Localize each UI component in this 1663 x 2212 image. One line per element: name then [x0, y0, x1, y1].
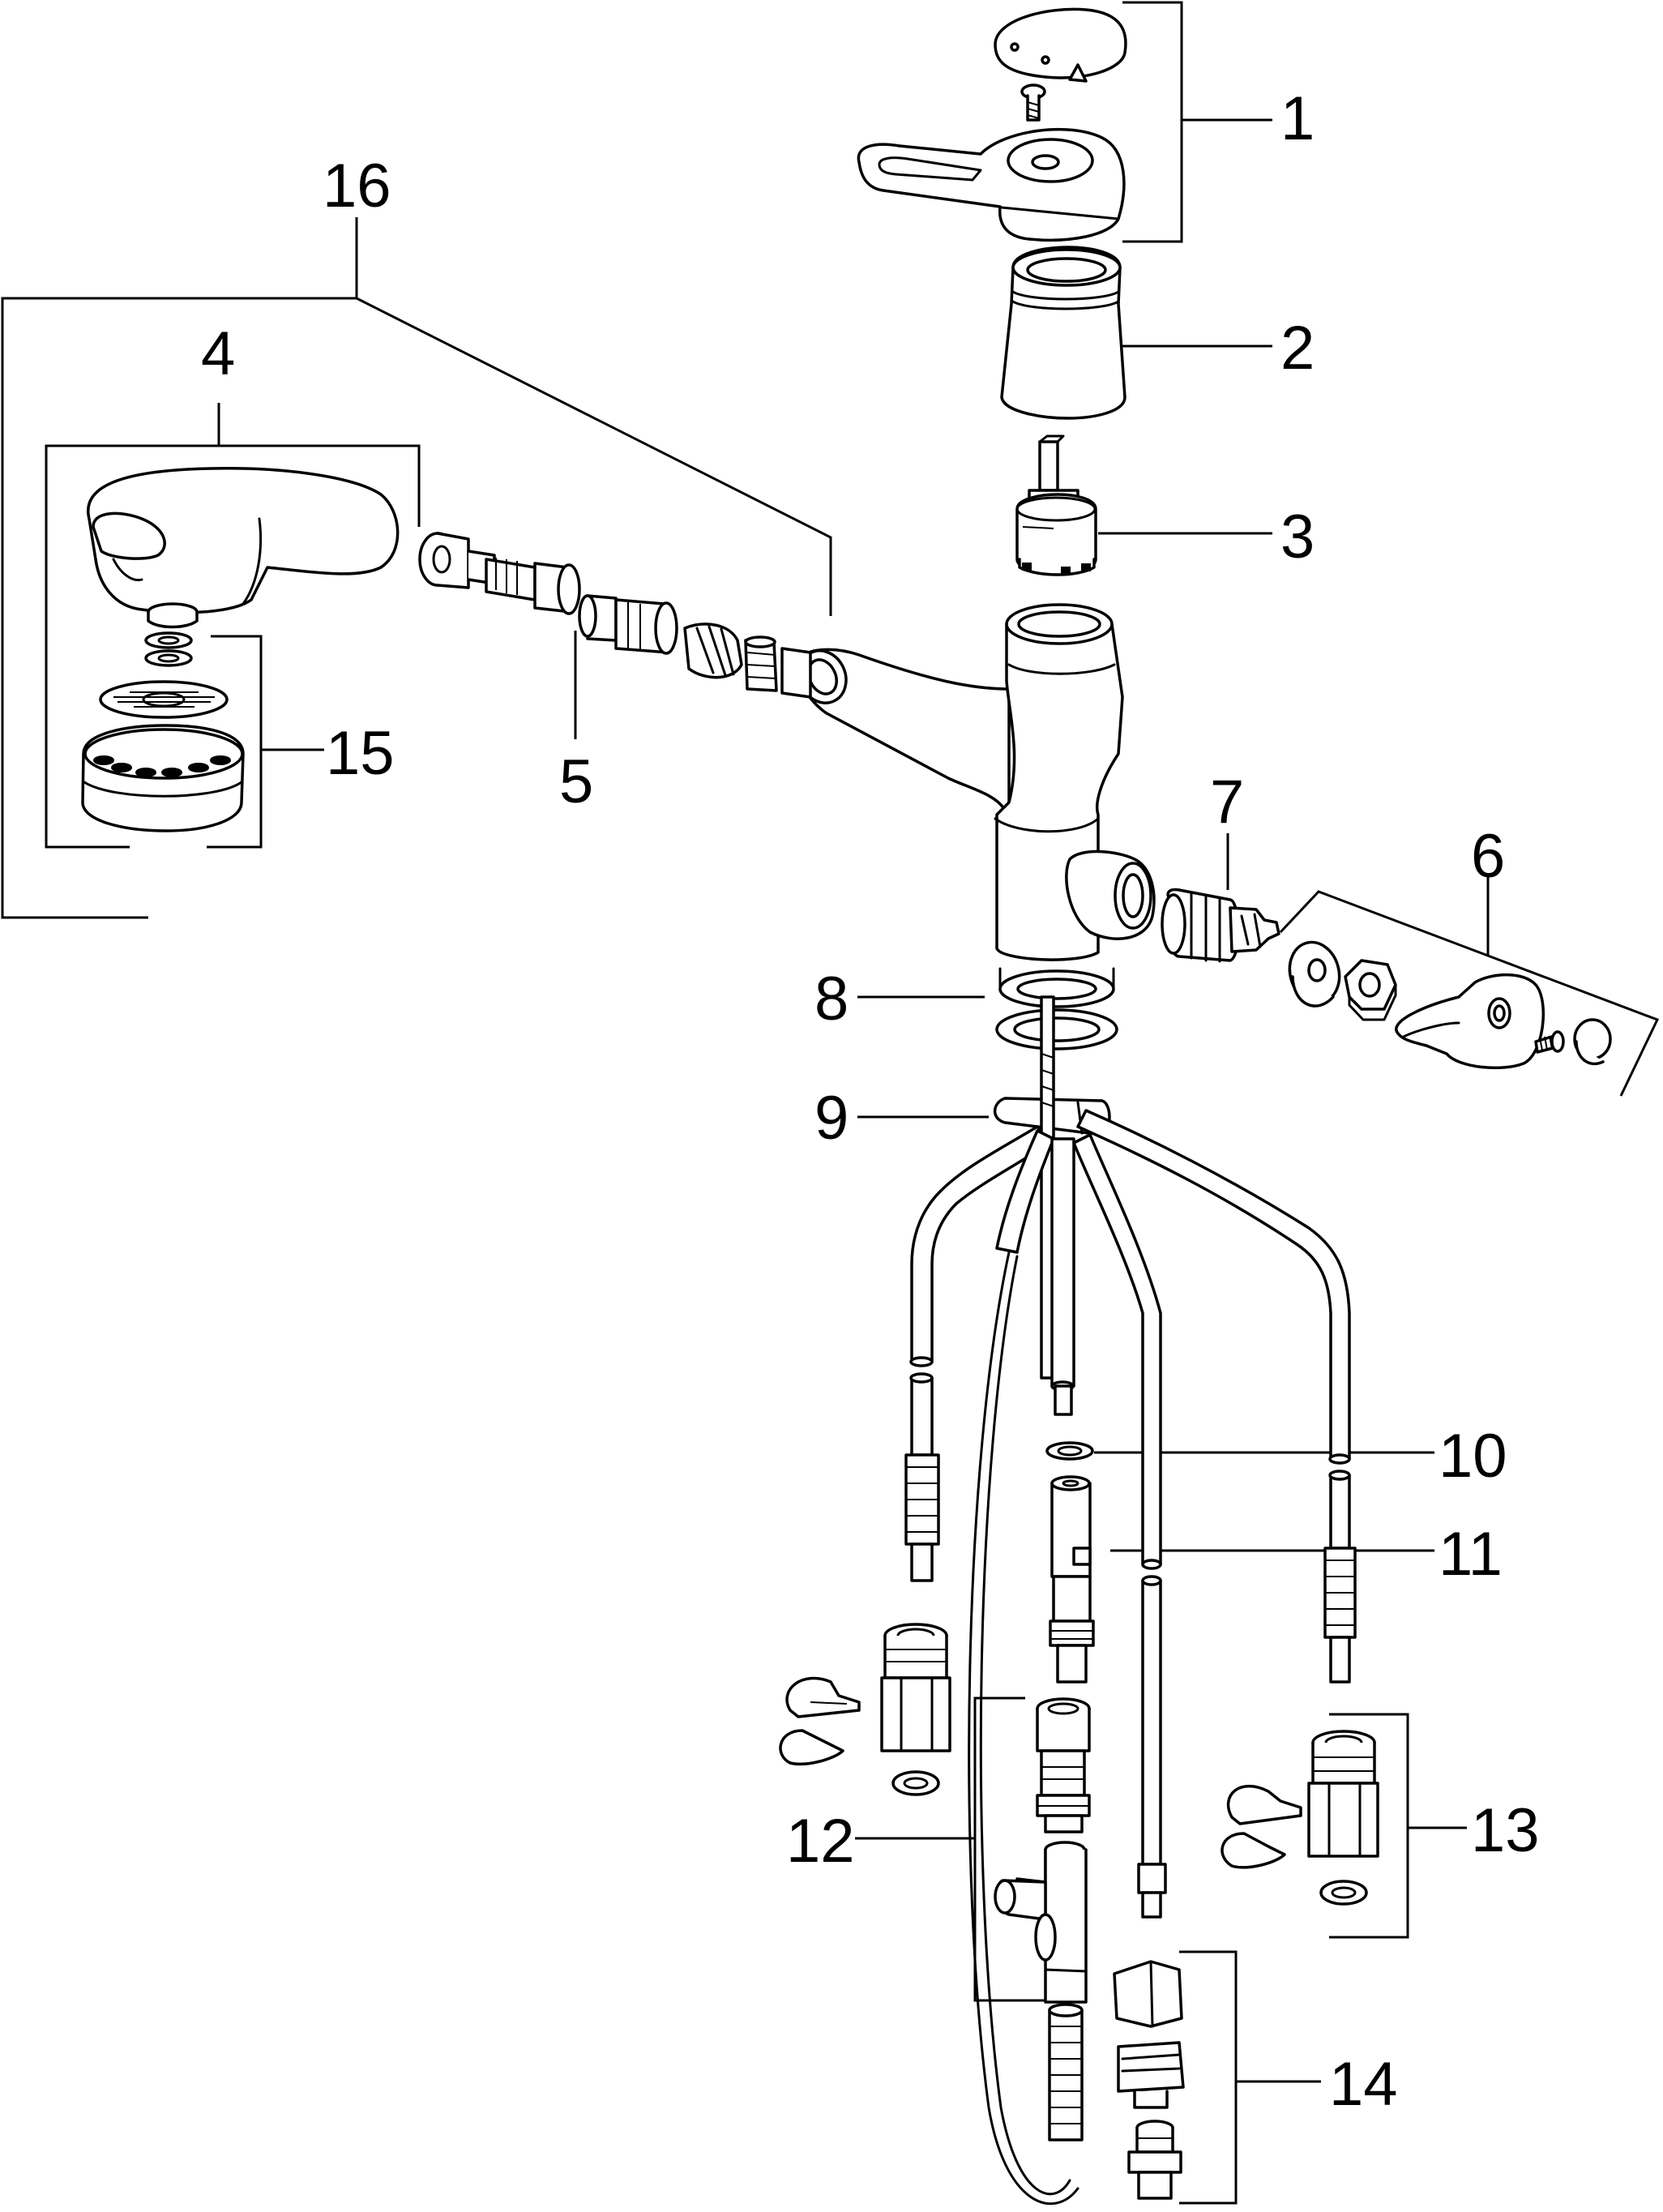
bracket-13 [1329, 1713, 1409, 1939]
part-15-aerator [81, 631, 245, 832]
part-labels: 1 2 3 4 5 6 7 8 9 10 11 12 13 14 15 16 [201, 84, 1540, 2119]
faucet-body [796, 603, 1156, 961]
label-4: 4 [201, 319, 235, 388]
label-8: 8 [814, 965, 849, 1033]
label-2: 2 [1280, 314, 1315, 383]
bracket-12 [973, 1696, 1045, 2002]
bracket-4 [45, 403, 220, 849]
bracket-1 [1122, 1, 1183, 243]
part-5-hose-connectors [418, 532, 812, 699]
supply-hoses [904, 995, 1357, 2206]
part-11-connector [1049, 1475, 1095, 1684]
label-6: 6 [1471, 822, 1505, 891]
label-12: 12 [786, 1807, 855, 1876]
label-7: 7 [1210, 768, 1244, 836]
part-14-hose-clips [1048, 1960, 1185, 2200]
part-3-cartridge [1015, 434, 1097, 576]
label-9: 9 [814, 1084, 849, 1153]
label-10: 10 [1439, 1422, 1507, 1491]
label-3: 3 [1280, 503, 1315, 571]
label-5: 5 [559, 747, 593, 816]
part-6-handle-set [1288, 940, 1612, 1070]
part-8-washers [995, 967, 1118, 1050]
bracket-16 [1, 217, 358, 919]
bracket-15 [207, 635, 263, 849]
label-14: 14 [1329, 2050, 1398, 2119]
label-13: 13 [1471, 1796, 1540, 1865]
label-1: 1 [1280, 84, 1315, 153]
label-15: 15 [326, 719, 395, 788]
part-1-lever-handle [857, 7, 1127, 242]
part-7-valve-cartridge [1161, 888, 1280, 963]
part-4-spray-head [87, 467, 400, 629]
part-12-connector-assembly [779, 1623, 1091, 2004]
bracket-14 [1179, 1950, 1238, 2205]
label-16: 16 [323, 152, 391, 220]
label-11: 11 [1439, 1520, 1503, 1589]
part-13-connector-assembly [1221, 1730, 1379, 1906]
part-2-sleeve [1000, 246, 1126, 420]
part-10-washer [1045, 1441, 1094, 1461]
